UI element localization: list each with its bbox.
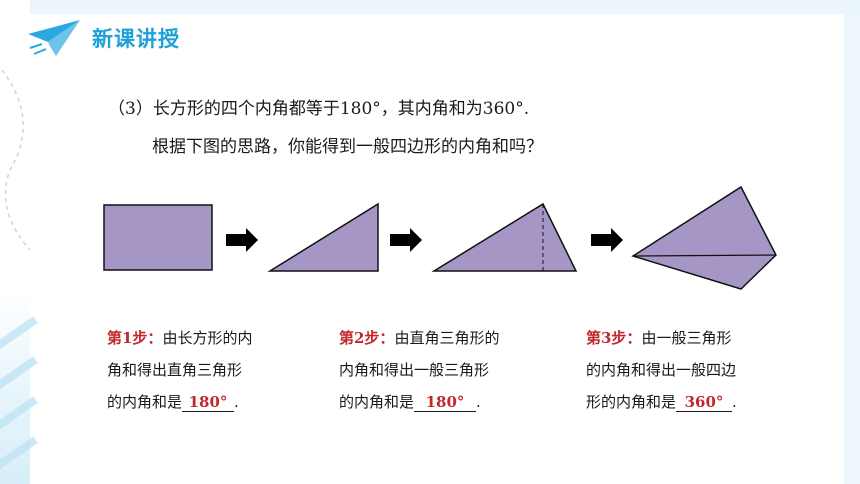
section-header: 新课讲授 (26, 18, 180, 58)
diagonal-line (632, 254, 777, 257)
step-label: 第2步： (339, 329, 395, 347)
right-band (844, 14, 860, 484)
answer-blank: 180° (414, 393, 477, 412)
question-line-2: 根据下图的思路，你能得到一般四边形的内角和吗？ (152, 137, 543, 157)
general-triangle-shape (431, 202, 578, 272)
arrow-icon (591, 228, 623, 252)
top-strip (0, 0, 860, 14)
answer-blank: 180° (182, 393, 235, 412)
step-label: 第1步： (107, 329, 163, 347)
arrow-icon (226, 228, 258, 252)
header-title: 新课讲授 (92, 27, 180, 51)
dashed-curve-decoration (1, 69, 31, 251)
right-triangle-shape (267, 202, 379, 272)
paper-plane-icon (28, 20, 80, 56)
arrow-icon (390, 228, 422, 252)
left-decoration (0, 0, 38, 484)
rectangle-shape (103, 204, 213, 271)
step-label: 第3步： (586, 329, 642, 347)
question-line-1: （3）长方形的四个内角都等于180°，其内角和为360°. (108, 99, 530, 119)
answer-blank: 360° (676, 393, 733, 412)
quadrilateral-shape (631, 185, 777, 290)
